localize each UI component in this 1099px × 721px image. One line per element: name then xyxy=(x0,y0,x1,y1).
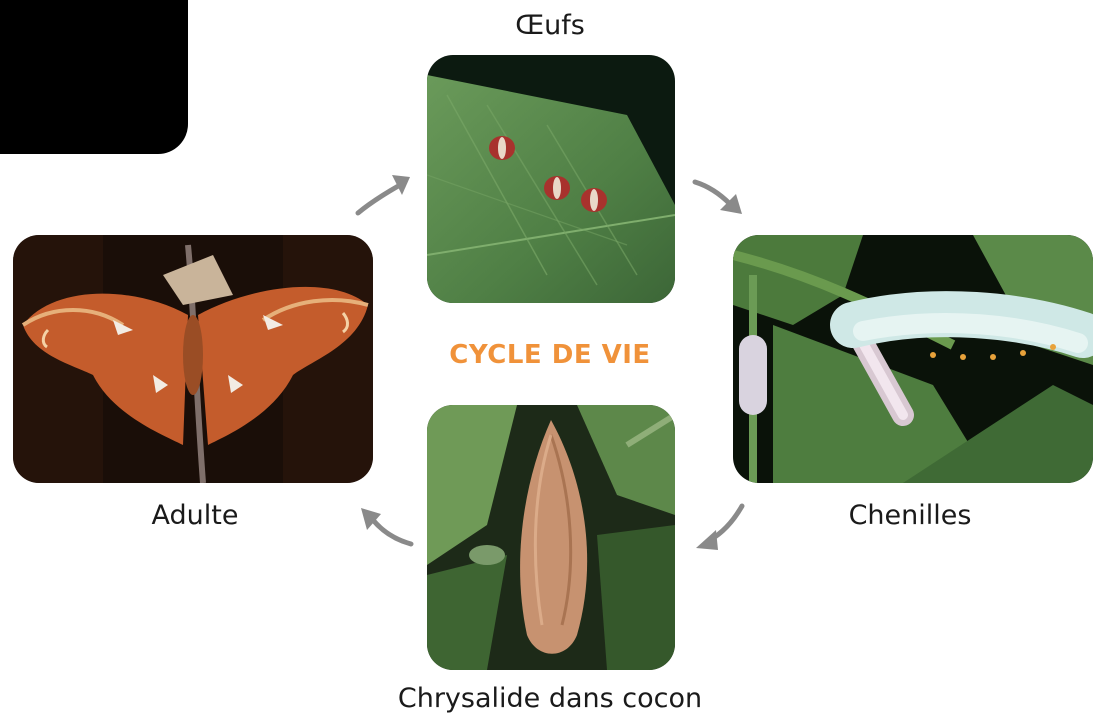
corner-decoration xyxy=(0,0,188,154)
caterpillars-photo xyxy=(733,235,1093,483)
adult-photo xyxy=(13,235,373,483)
curved-arrow-icon xyxy=(690,172,750,222)
cycle-title: CYCLE DE VIE xyxy=(420,340,680,370)
chrysalis-photo xyxy=(427,405,675,670)
curved-arrow-icon xyxy=(690,500,750,555)
eggs-photo xyxy=(427,55,675,303)
curved-arrow-icon xyxy=(350,165,420,220)
caterpillars-label: Chenilles xyxy=(820,500,1000,531)
curved-arrow-icon xyxy=(355,500,417,550)
eggs-label: Œufs xyxy=(500,10,600,41)
adult-label: Adulte xyxy=(120,500,270,531)
chrysalis-label: Chrysalide dans cocon xyxy=(370,683,730,714)
